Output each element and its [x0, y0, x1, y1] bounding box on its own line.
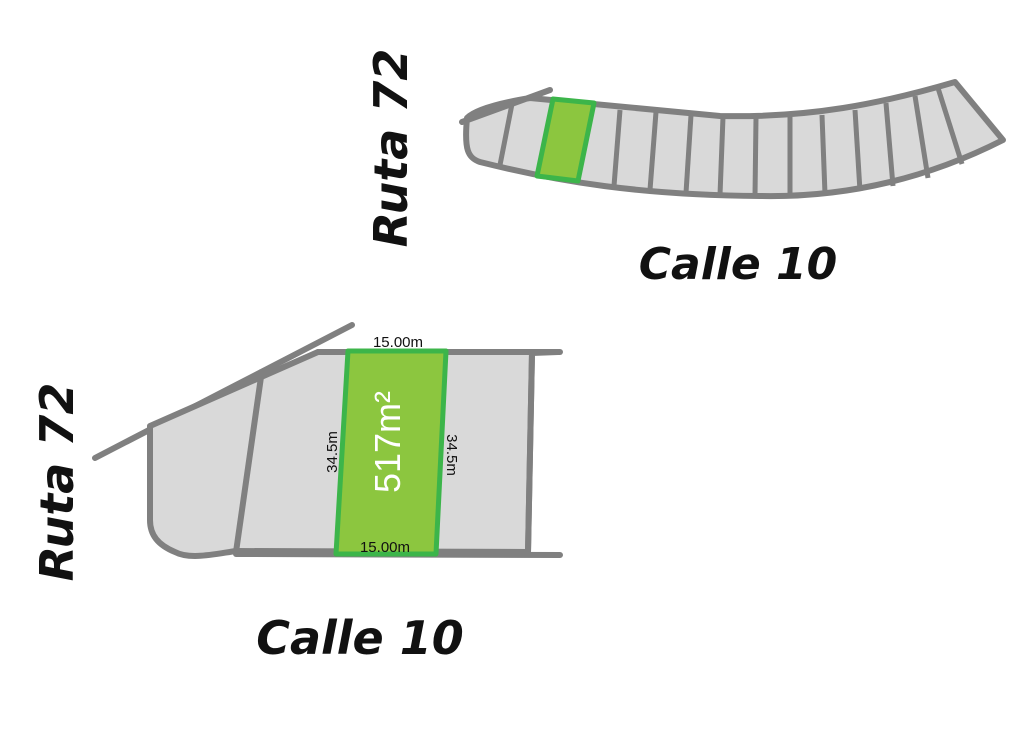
lot-depth-right-label: 34.5m — [443, 434, 460, 476]
overview-road-vertical-label: Ruta 72 — [364, 49, 418, 248]
detail-highlighted-lot — [333, 348, 449, 557]
lot-depth-left-label: 34.5m — [324, 431, 341, 473]
detail-road-vertical-label: Ruta 72 — [30, 383, 84, 582]
lot-width-bottom-label: 15.00m — [360, 539, 410, 556]
overview-highlighted-lot — [534, 96, 597, 184]
overview-block-outline — [459, 79, 1006, 200]
lot-width-top-label: 15.00m — [373, 334, 423, 351]
detail-road-horizontal-label: Calle 10 — [256, 611, 464, 665]
lot-area-label: 517m² — [367, 391, 408, 493]
overview-map: Ruta 72 Calle 10 — [364, 49, 1006, 290]
overview-lot-dividers — [497, 87, 965, 197]
overview-road-horizontal-label: Calle 10 — [639, 239, 838, 290]
detail-lot-divider — [233, 369, 265, 553]
detail-lot-divider — [525, 352, 535, 554]
detail-map: 15.00m 15.00m 34.5m 34.5m 517m² Ruta 72 … — [30, 322, 563, 665]
